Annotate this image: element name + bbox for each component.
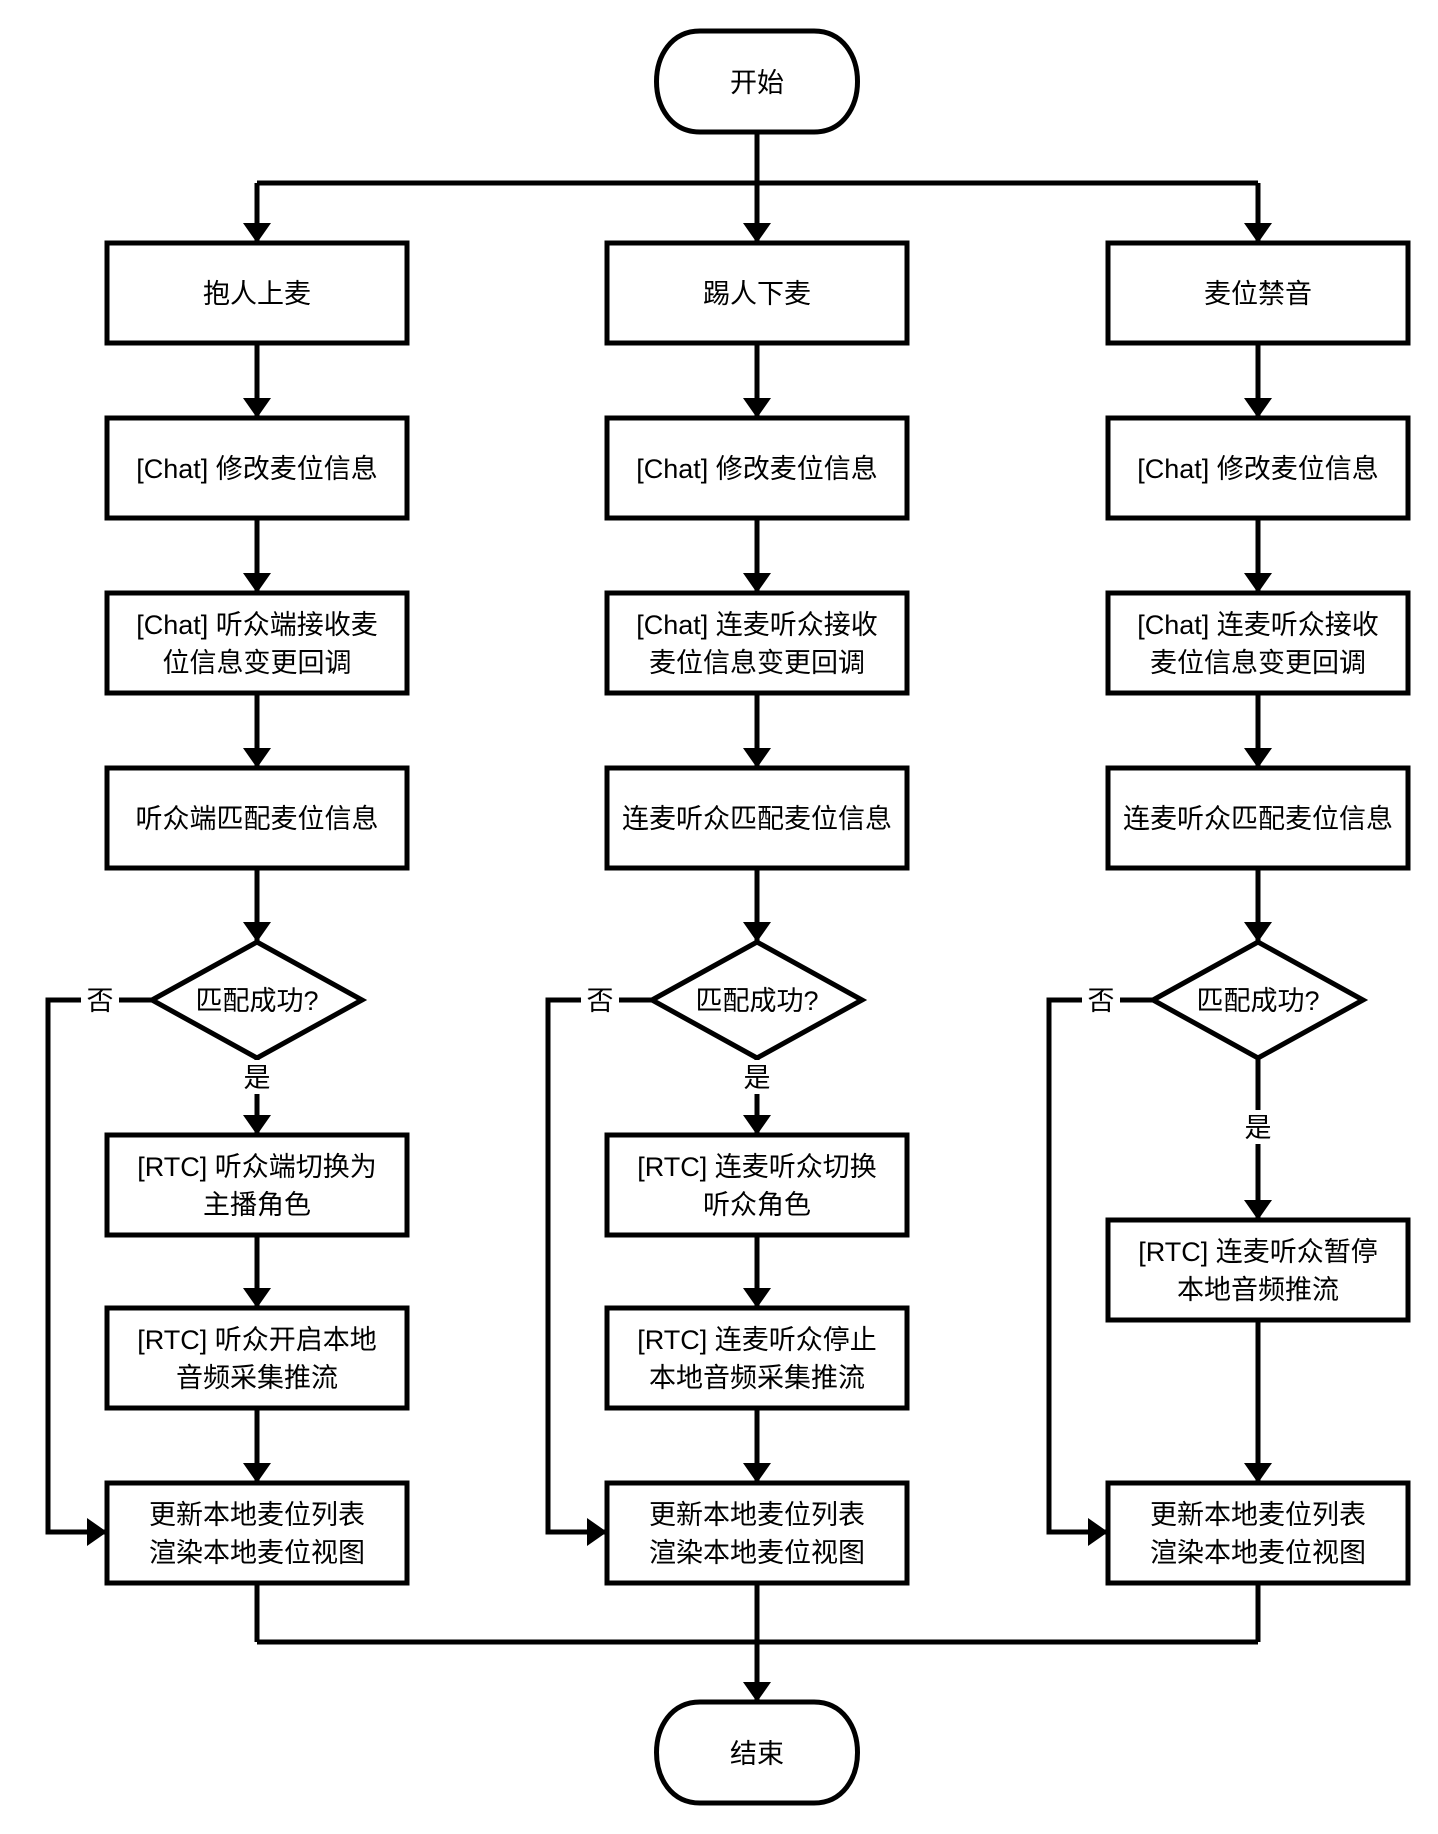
col3-modify-seat-box [1105,415,1411,521]
col1-rtc-start-push-box [104,1305,410,1411]
col2-match-seat-text: 连麦听众匹配麦位信息 [622,804,892,834]
col3-no-label-bg [1082,983,1120,1017]
col1-modify-seat-text: [Chat] 修改麦位信息 [136,454,378,484]
col1-rtc-switch-role-box [104,1132,410,1238]
col1-match-seat-box [104,765,410,871]
col3-decision-text: 匹配成功? [1196,986,1319,1016]
end-terminator-shape [654,1699,860,1806]
col1-rtc-switch-role-line2: 主播角色 [203,1190,311,1220]
col2-match-seat-box [604,765,910,871]
col3-title: 麦位禁音 [1204,279,1312,309]
col3-receive-callback-box [1105,590,1411,696]
col3-receive-callback-line1: [Chat] 连麦听众接收 [1137,610,1379,640]
col2-rtc-switch-role-line2: 听众角色 [703,1190,811,1220]
col1-no-label: 否 [87,986,114,1016]
col3-match-seat-text: 连麦听众匹配麦位信息 [1123,804,1393,834]
col1-receive-callback-line1: [Chat] 听众端接收麦 [136,610,378,640]
col2-rtc-stop-push-line1: [RTC] 连麦听众停止 [637,1325,877,1355]
end-terminator: 结束 [654,1699,860,1806]
col2-receive-callback-box [604,590,910,696]
col2-rtc-switch-role-line1: [RTC] 连麦听众切换 [637,1152,877,1182]
col3-match-seat-box [1105,765,1411,871]
col1-yes-label: 是 [244,1063,271,1093]
col2-rtc-stop-push-line2: 本地音频采集推流 [649,1363,865,1393]
col2-title-box [604,240,910,346]
col1-no-branch-connector [45,997,152,1546]
col3-yes-label: 是 [1245,1113,1272,1143]
col3-title-box [1105,240,1411,346]
col3-rtc-pause-push-line2: 本地音频推流 [1177,1275,1339,1305]
col2-receive-callback-line1: [Chat] 连麦听众接收 [636,610,878,640]
col1-match-seat-text: 听众端匹配麦位信息 [136,804,379,834]
col3-yes-label-bg [1239,1110,1277,1144]
col2-no-label: 否 [587,986,614,1016]
col2-decision-diamond [646,939,868,1061]
col2-rtc-switch-role-box [604,1132,910,1238]
col2-receive-callback-line2: 麦位信息变更回调 [649,648,865,678]
connectors [45,132,1272,1702]
start-terminator-shape [654,28,860,135]
col2-update-view-box [604,1480,910,1586]
col1-receive-callback-line2: 位信息变更回调 [163,648,352,678]
col3-decision-diamond [1147,939,1369,1061]
col1-rtc-start-push-line2: 音频采集推流 [176,1363,338,1393]
start-terminator: 开始 [654,28,860,135]
col1-update-view-line2: 渲染本地麦位视图 [149,1538,365,1568]
col2-update-view-line1: 更新本地麦位列表 [649,1500,865,1530]
col1-title: 抱人上麦 [203,279,311,309]
col3-rtc-pause-push-box [1105,1217,1411,1323]
col3-rtc-pause-push-line1: [RTC] 连麦听众暂停 [1138,1237,1378,1267]
col1-update-view-box [104,1480,410,1586]
col1-no-label-bg [81,983,119,1017]
col2-no-label-bg [581,983,619,1017]
col1-modify-seat-box [104,415,410,521]
col1-decision-diamond [146,939,368,1061]
col1-rtc-start-push-line1: [RTC] 听众开启本地 [137,1325,377,1355]
col2-update-view-line2: 渲染本地麦位视图 [649,1538,865,1568]
col3-receive-callback-line2: 麦位信息变更回调 [1150,648,1366,678]
col1-receive-callback-box [104,590,410,696]
col2-decision-text: 匹配成功? [695,986,818,1016]
col2-yes-label-bg [738,1060,776,1094]
branch-column-3: 麦位禁音 [Chat] 修改麦位信息 [Chat] 连麦听众接收 麦位信息变更回… [1082,240,1411,1586]
col1-rtc-switch-role-line1: [RTC] 听众端切换为 [137,1152,377,1182]
start-label: 开始 [730,68,784,98]
col2-rtc-stop-push-box [604,1305,910,1411]
col2-no-branch-connector [545,997,652,1546]
col2-yes-label: 是 [744,1063,771,1093]
col1-update-view-line1: 更新本地麦位列表 [149,1500,365,1530]
col2-modify-seat-box [604,415,910,521]
col2-title: 踢人下麦 [703,279,811,309]
col1-decision-text: 匹配成功? [195,986,318,1016]
col3-update-view-line2: 渲染本地麦位视图 [1150,1538,1366,1568]
col2-modify-seat-text: [Chat] 修改麦位信息 [636,454,878,484]
col3-update-view-line1: 更新本地麦位列表 [1150,1500,1366,1530]
col1-title-box [104,240,410,346]
end-label: 结束 [730,1739,784,1769]
branch-column-1: 抱人上麦 [Chat] 修改麦位信息 [Chat] 听众端接收麦 位信息变更回调… [81,240,410,1586]
col1-yes-label-bg [238,1060,276,1094]
col3-no-label: 否 [1088,986,1115,1016]
col3-modify-seat-text: [Chat] 修改麦位信息 [1137,454,1379,484]
col3-update-view-box [1105,1480,1411,1586]
branch-column-2: 踢人下麦 [Chat] 修改麦位信息 [Chat] 连麦听众接收 麦位信息变更回… [581,240,910,1586]
